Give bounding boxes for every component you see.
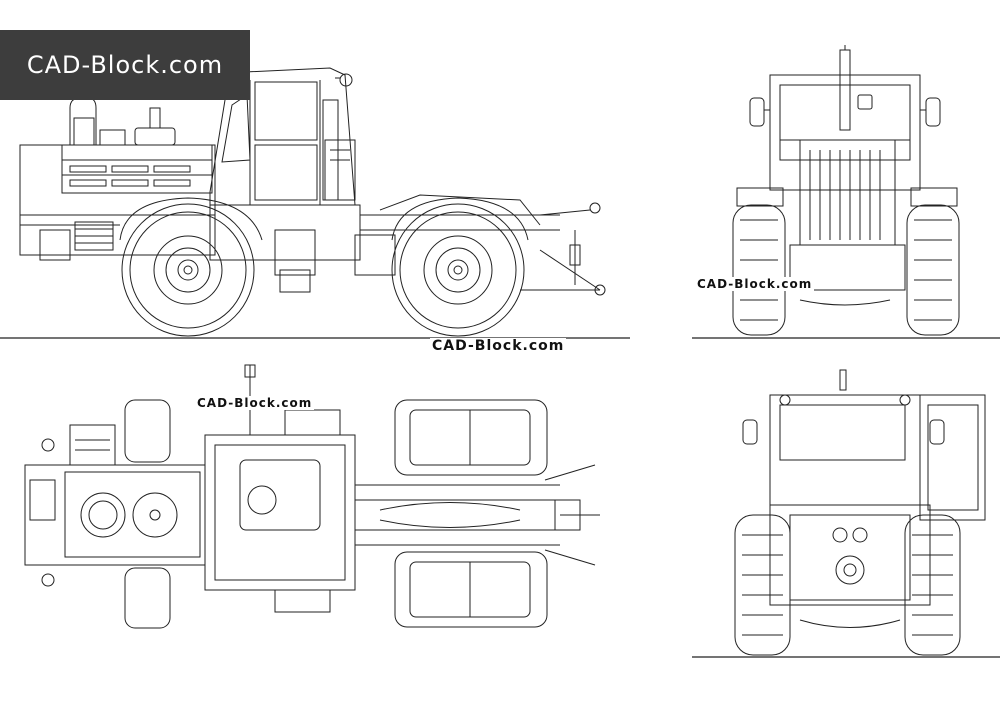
brand-badge: CAD-Block.com [0,30,250,100]
side-view [0,68,630,338]
watermark-top: CAD-Block.com [195,396,315,410]
top-rear-tire-left [395,400,547,475]
rear-left-wheel [735,515,790,655]
side-engine-hood [20,145,215,260]
side-frame [210,195,605,295]
watermark-front: CAD-Block.com [695,277,815,291]
side-exhaust [70,98,175,145]
side-rear-wheel [392,204,524,336]
front-left-wheel [733,205,785,335]
top-rear-tire-right [395,552,547,627]
rear-view [692,370,1000,657]
watermark-side: CAD-Block.com [430,338,567,354]
side-front-wheel [122,204,254,336]
rear-right-wheel [905,515,960,655]
front-right-wheel [907,205,959,335]
front-view [692,45,1000,338]
